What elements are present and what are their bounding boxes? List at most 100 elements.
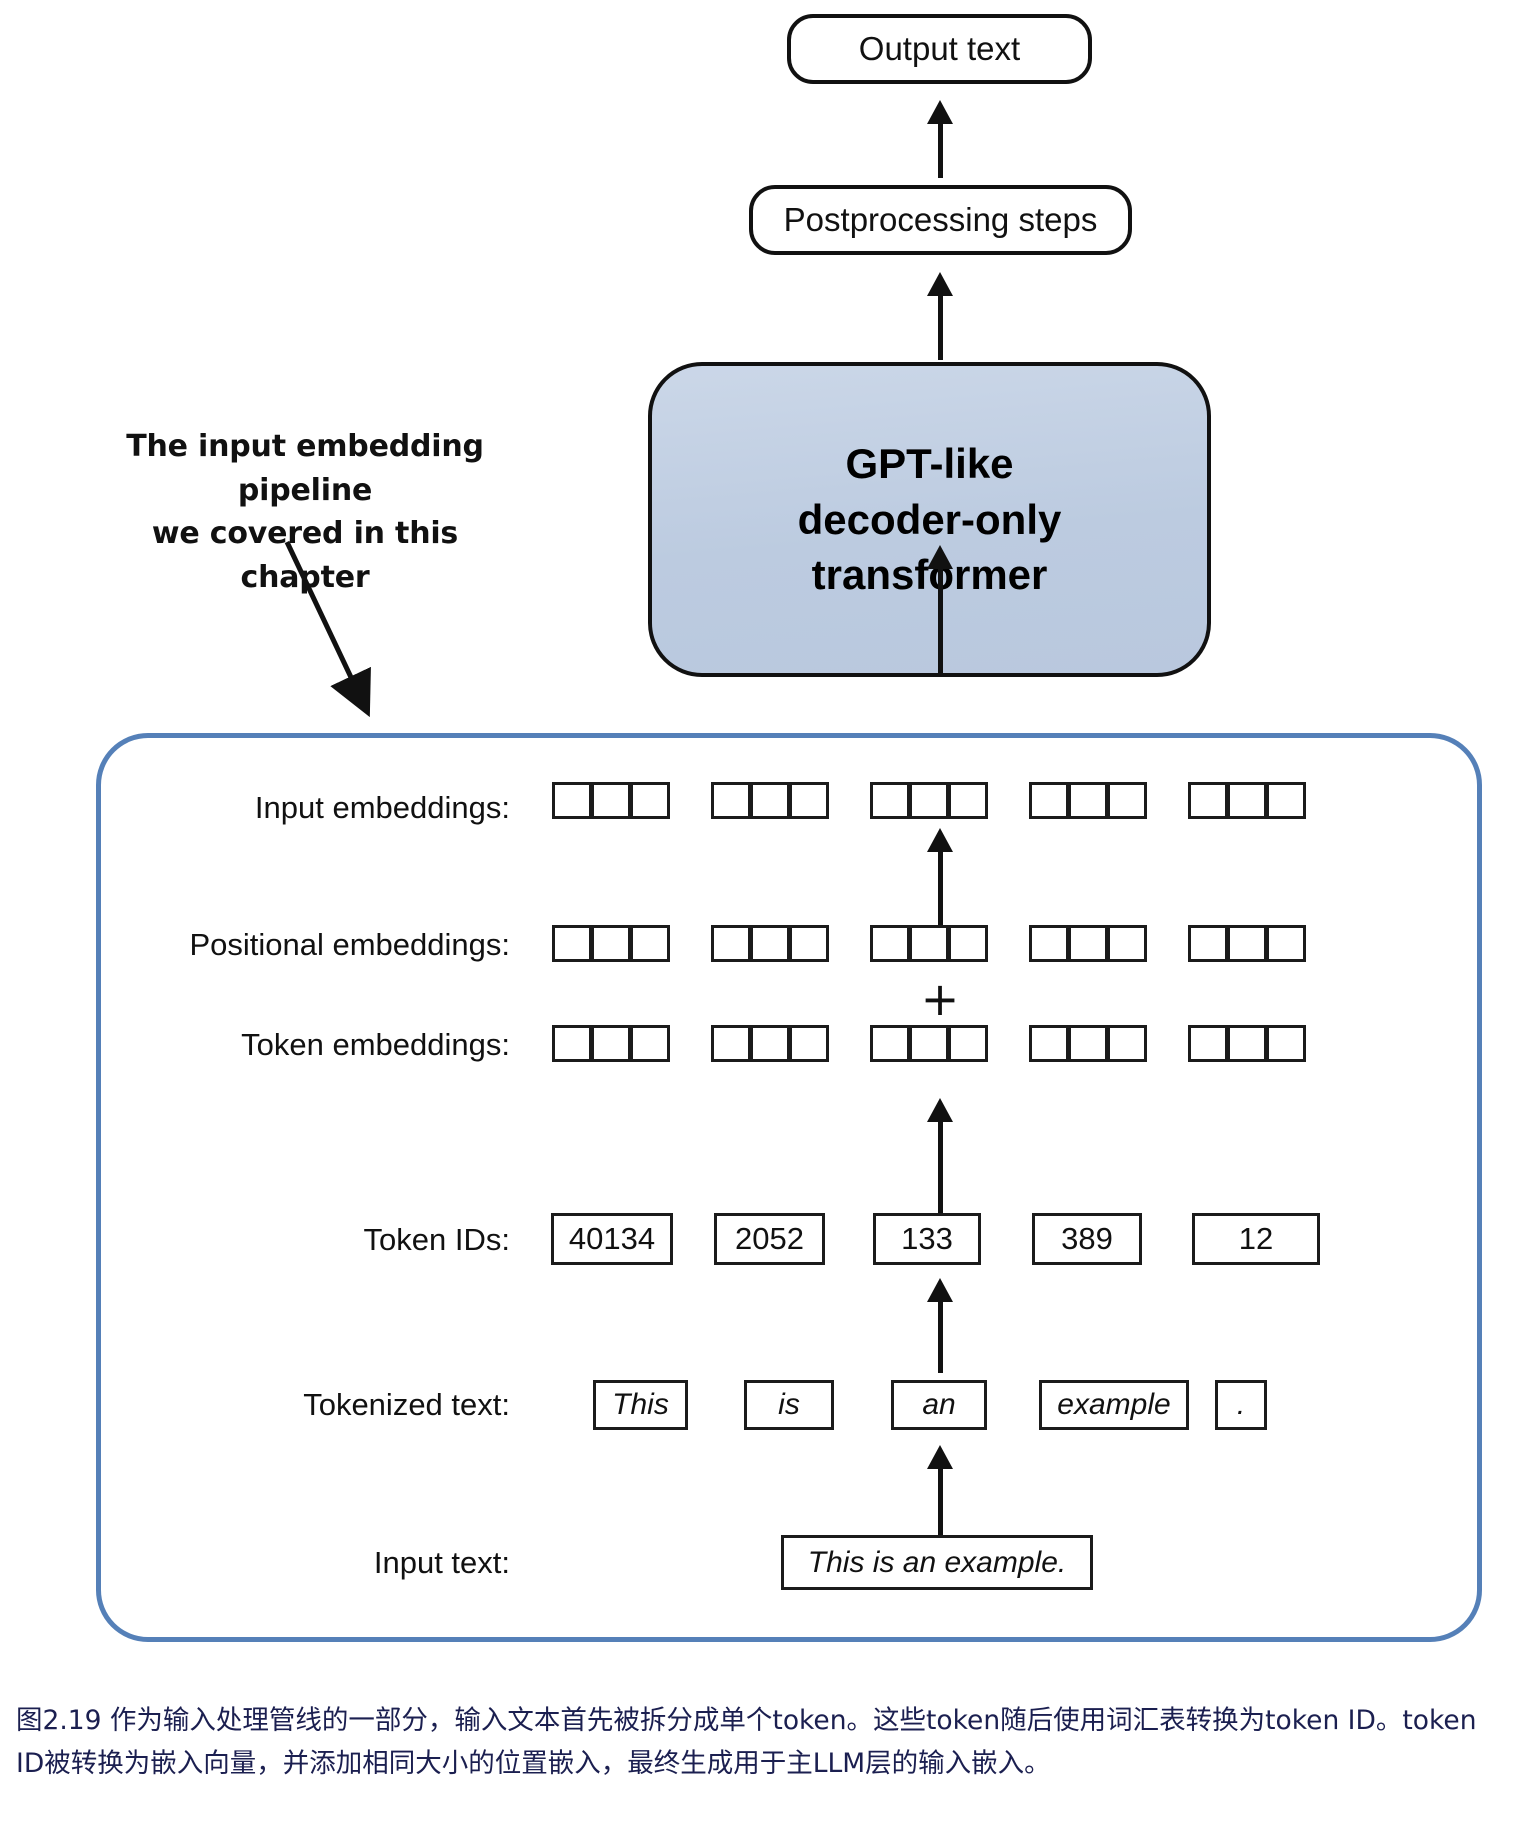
token-value: is — [778, 1388, 800, 1421]
token-id-box-2: 2052 — [714, 1213, 825, 1265]
emb-group-input-2 — [711, 782, 829, 819]
emb-cell — [711, 782, 751, 819]
token-value: . — [1236, 1388, 1246, 1421]
emb-cell — [750, 925, 790, 962]
emb-cell — [1266, 1025, 1306, 1062]
gpt-block-line-2: decoder-only — [797, 495, 1062, 543]
token-id-box-5: 12 — [1192, 1213, 1320, 1265]
emb-cell — [1227, 1025, 1267, 1062]
emb-cell — [711, 925, 751, 962]
token-id-value: 12 — [1238, 1221, 1274, 1256]
token-id-box-3: 133 — [873, 1213, 981, 1265]
plus-sign: + — [920, 972, 960, 1026]
input-text-value: This is an example. — [807, 1545, 1067, 1579]
token-box-5: . — [1215, 1380, 1267, 1430]
emb-group-input-1 — [552, 782, 670, 819]
token-id-value: 40134 — [568, 1221, 656, 1256]
gpt-block-line-1: GPT-like — [845, 440, 1014, 488]
token-id-box-1: 40134 — [551, 1213, 673, 1265]
arrow-gpt-to-postprocessing — [925, 272, 955, 360]
arrow-token-ids-to-token-embeddings — [925, 1098, 955, 1218]
emb-cell — [750, 782, 790, 819]
emb-group-input-3 — [870, 782, 988, 819]
output-text-label: Output text — [858, 30, 1021, 67]
emb-cell — [1107, 925, 1147, 962]
emb-cell — [1266, 782, 1306, 819]
figure-caption: 图2.19 作为输入处理管线的一部分，输入文本首先被拆分成单个token。这些t… — [16, 1705, 1477, 1779]
token-id-box-4: 389 — [1032, 1213, 1142, 1265]
emb-cell — [591, 782, 631, 819]
emb-cell — [1227, 925, 1267, 962]
emb-cell — [711, 1025, 751, 1062]
row-label-input-embeddings: Input embeddings: — [254, 790, 510, 825]
token-id-value: 389 — [1061, 1221, 1113, 1256]
callout-annotation: The input embedding pipeline we covered … — [90, 425, 520, 599]
token-box-4: example — [1039, 1380, 1189, 1430]
emb-cell — [1068, 782, 1108, 819]
token-value: This — [612, 1388, 669, 1421]
row-label-token-embeddings: Token embeddings: — [241, 1027, 510, 1062]
emb-cell — [870, 782, 910, 819]
emb-cell — [789, 925, 829, 962]
callout-arrow-icon — [284, 540, 371, 718]
emb-cell — [552, 782, 592, 819]
emb-group-positional-5 — [1188, 925, 1306, 962]
row-label-tokenized-text: Tokenized text: — [303, 1387, 510, 1422]
emb-group-token-2 — [711, 1025, 829, 1062]
emb-cell — [948, 1025, 988, 1062]
output-text-box: Output text — [787, 14, 1092, 84]
arrow-input-text-to-tokenized-text — [925, 1445, 955, 1540]
emb-cell — [948, 782, 988, 819]
emb-group-input-4 — [1029, 782, 1147, 819]
emb-group-positional-2 — [711, 925, 829, 962]
callout-line-2: we covered in this chapter — [151, 516, 459, 595]
arrow-embeddings-to-gpt — [925, 545, 955, 677]
emb-group-token-1 — [552, 1025, 670, 1062]
row-label-input-text: Input text: — [373, 1545, 510, 1580]
emb-cell — [870, 925, 910, 962]
emb-cell — [1188, 925, 1228, 962]
emb-cell — [552, 1025, 592, 1062]
emb-group-token-5 — [1188, 1025, 1306, 1062]
emb-cell — [909, 1025, 949, 1062]
emb-cell — [948, 925, 988, 962]
emb-cell — [870, 1025, 910, 1062]
emb-cell — [1107, 782, 1147, 819]
input-text-box: This is an example. — [781, 1535, 1093, 1590]
emb-cell — [630, 782, 670, 819]
emb-cell — [1188, 782, 1228, 819]
emb-cell — [909, 782, 949, 819]
callout-line-1: The input embedding pipeline — [126, 429, 484, 508]
emb-cell — [630, 925, 670, 962]
input-embedding-pipeline-box — [96, 733, 1482, 1642]
emb-cell — [1188, 1025, 1228, 1062]
emb-cell — [789, 1025, 829, 1062]
emb-cell — [909, 925, 949, 962]
emb-group-positional-1 — [552, 925, 670, 962]
emb-group-input-5 — [1188, 782, 1306, 819]
emb-cell — [1107, 1025, 1147, 1062]
token-id-value: 2052 — [735, 1221, 804, 1256]
emb-cell — [591, 1025, 631, 1062]
token-box-2: is — [744, 1380, 834, 1430]
token-value: example — [1057, 1388, 1171, 1421]
emb-group-token-3 — [870, 1025, 988, 1062]
arrow-postprocessing-to-output — [925, 100, 955, 178]
emb-group-token-4 — [1029, 1025, 1147, 1062]
emb-group-positional-4 — [1029, 925, 1147, 962]
emb-cell — [1266, 925, 1306, 962]
emb-cell — [750, 1025, 790, 1062]
emb-cell — [1029, 1025, 1069, 1062]
emb-cell — [1068, 1025, 1108, 1062]
emb-group-positional-3 — [870, 925, 988, 962]
emb-cell — [1029, 782, 1069, 819]
token-box-1: This — [593, 1380, 688, 1430]
emb-cell — [1029, 925, 1069, 962]
row-label-positional-embeddings: Positional embeddings: — [189, 927, 510, 962]
emb-cell — [789, 782, 829, 819]
emb-cell — [1068, 925, 1108, 962]
postprocessing-steps-label: Postprocessing steps — [783, 201, 1098, 238]
emb-cell — [630, 1025, 670, 1062]
row-label-token-ids: Token IDs: — [363, 1222, 510, 1257]
